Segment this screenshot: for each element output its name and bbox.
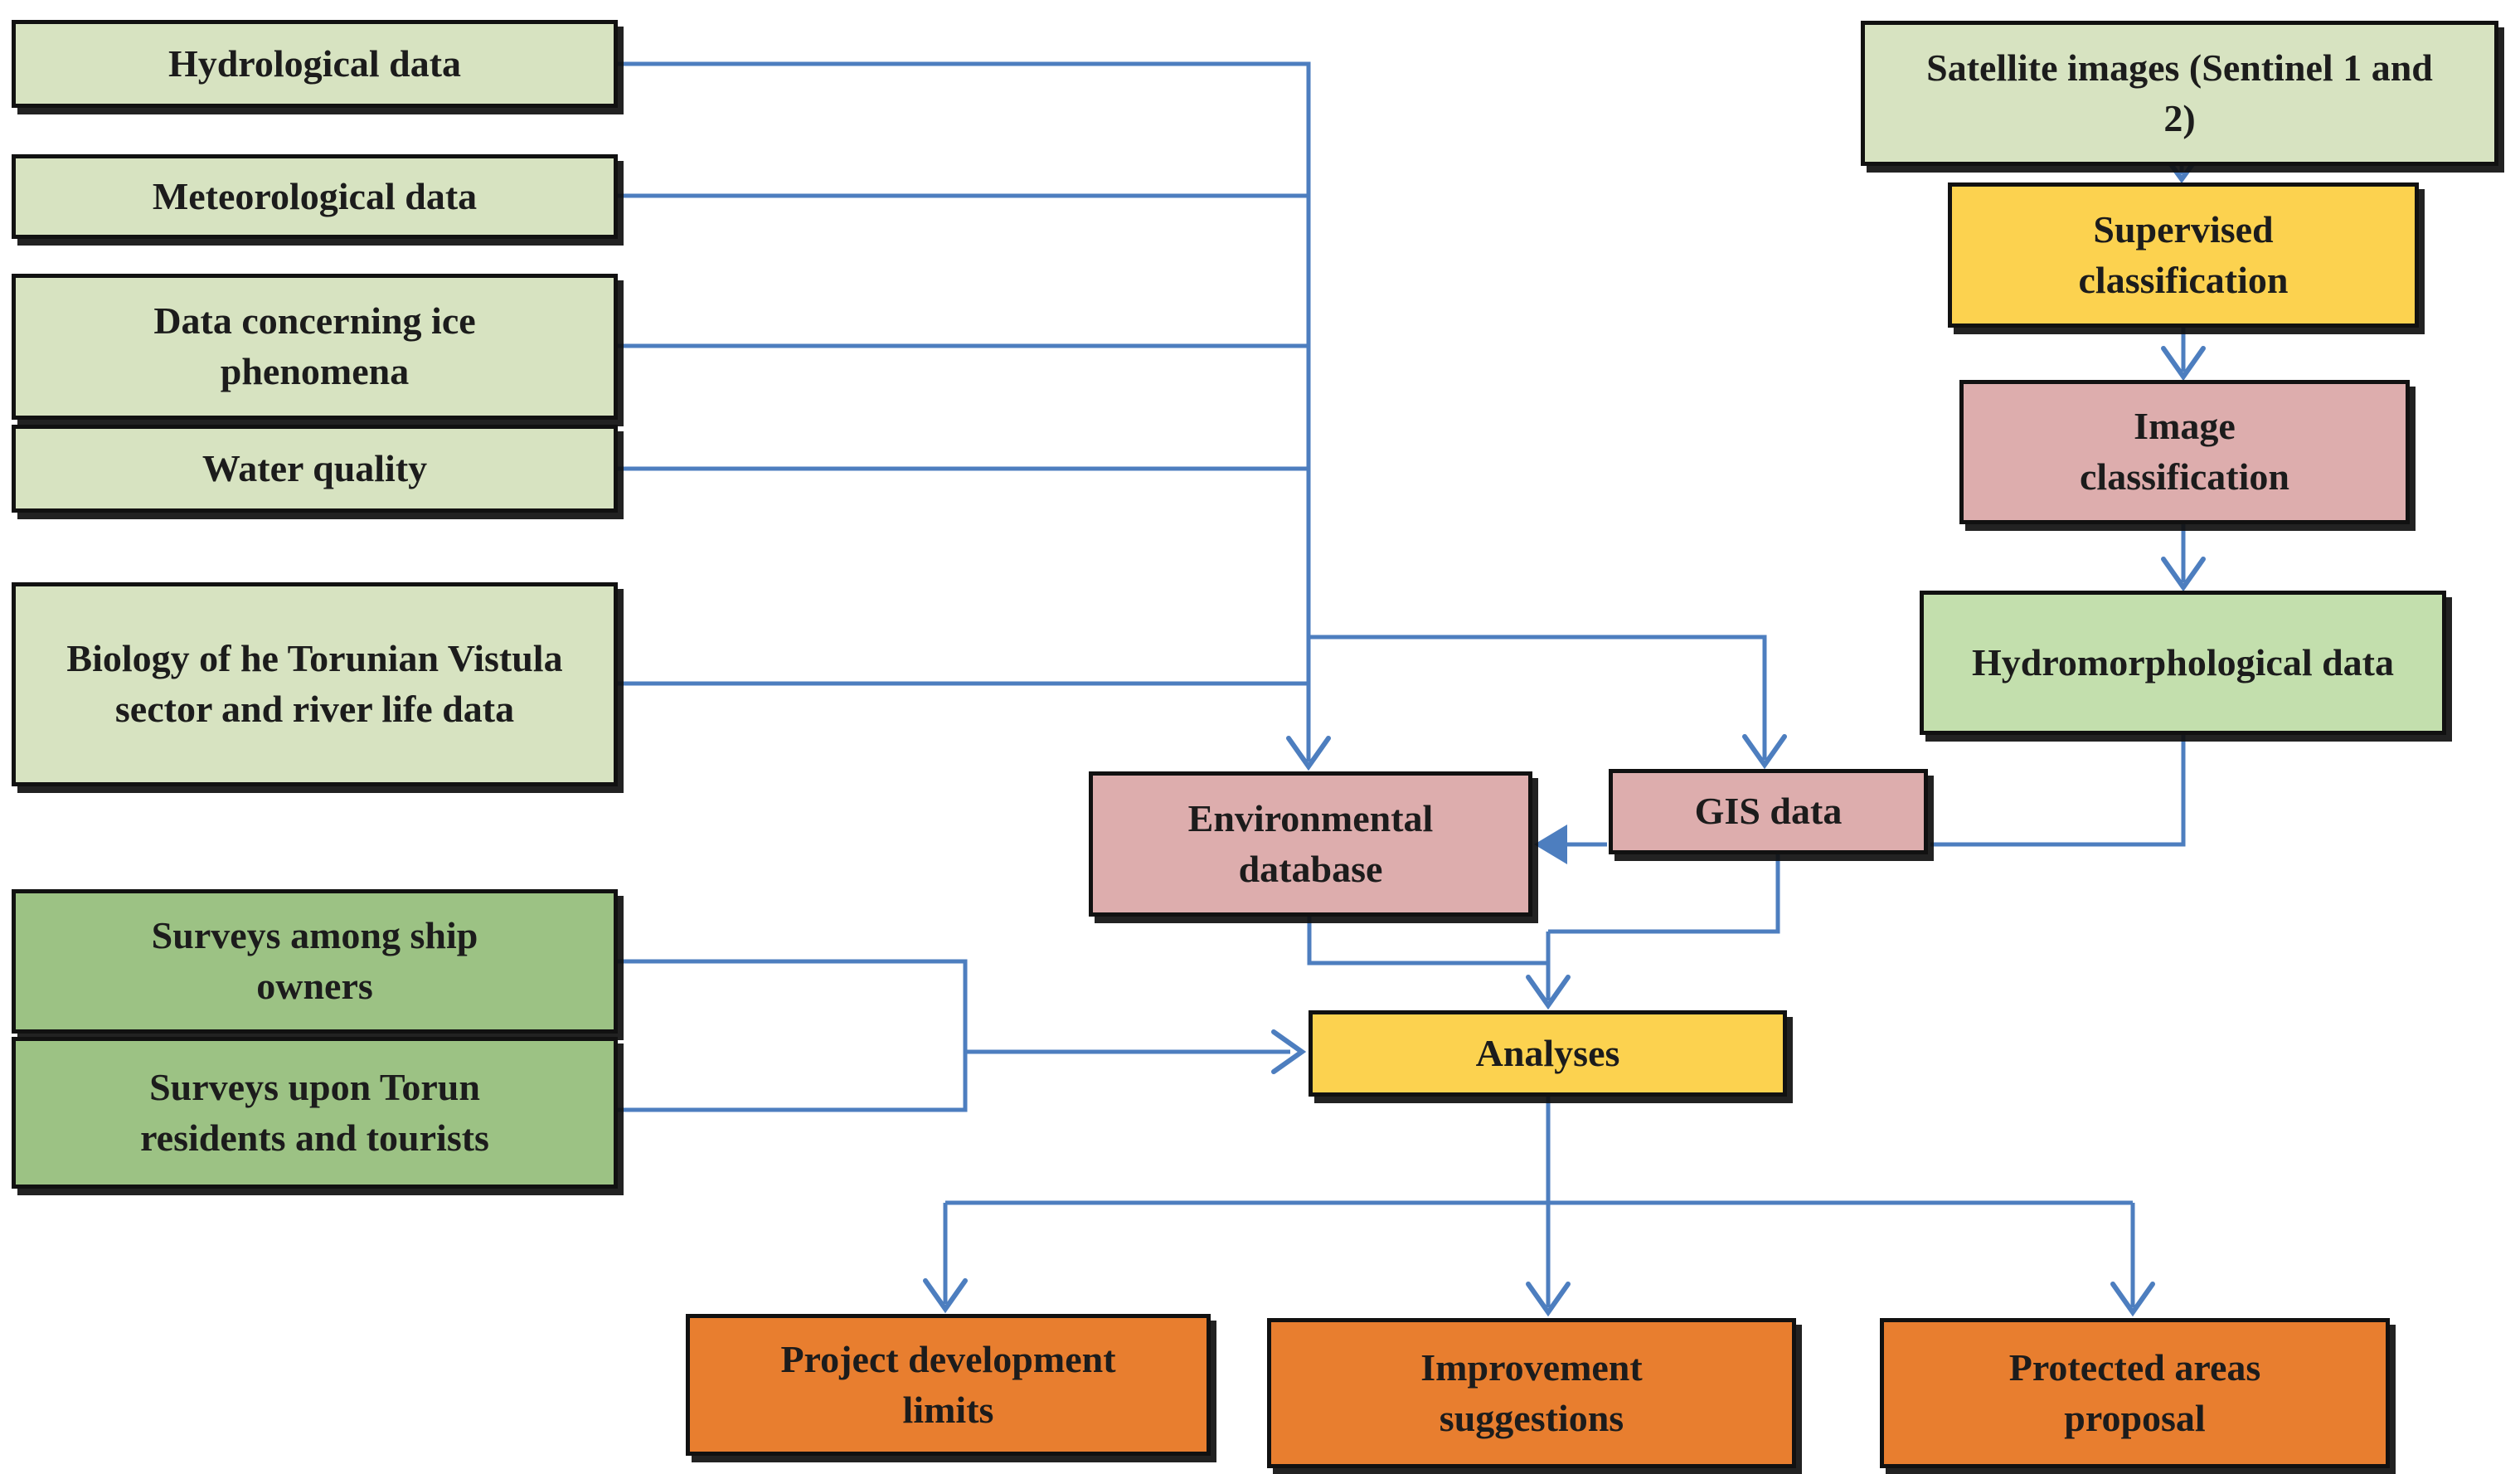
node-protected-areas-proposal: Protected areas proposal — [1880, 1318, 2390, 1468]
node-label: Surveys among ship owners — [151, 914, 478, 1007]
node-label: Surveys upon Torun residents and tourist… — [140, 1065, 489, 1159]
node-label: Protected areas proposal — [2008, 1345, 2261, 1439]
node-label: Supervised classification — [2078, 207, 2289, 301]
node-label: Environmental database — [1187, 796, 1434, 890]
node-image-classification: Image classification — [1959, 380, 2410, 524]
node-label: Biology of he Torunian Vistula sector an… — [66, 637, 563, 730]
node-label: Water quality — [202, 446, 428, 489]
node-water-quality: Water quality — [12, 425, 618, 513]
node-label: Improvement suggestions — [1420, 1345, 1643, 1439]
node-label: Data concerning ice phenomena — [153, 299, 476, 392]
node-label: Project development limits — [780, 1337, 1116, 1431]
node-satellite-images: Satellite images (Sentinel 1 and 2) — [1861, 21, 2498, 166]
node-supervised-classification: Supervised classification — [1948, 182, 2419, 328]
node-label: Meteorological data — [152, 174, 478, 217]
node-label: Satellite images (Sentinel 1 and 2) — [1926, 46, 2433, 139]
node-surveys-ship-owners: Surveys among ship owners — [12, 889, 618, 1034]
node-label: Hydromorphological data — [1971, 640, 2394, 683]
node-label: Image classification — [2080, 405, 2289, 498]
node-analyses: Analyses — [1309, 1010, 1787, 1097]
node-hydromorphological-data: Hydromorphological data — [1920, 591, 2446, 735]
node-label: Analyses — [1475, 1031, 1620, 1074]
node-biology-data: Biology of he Torunian Vistula sector an… — [12, 582, 618, 786]
node-gis-data: GIS data — [1609, 769, 1928, 854]
node-improvement-suggestions: Improvement suggestions — [1267, 1318, 1796, 1468]
node-label: GIS data — [1694, 790, 1843, 833]
node-meteorological-data: Meteorological data — [12, 154, 618, 239]
node-hydrological-data: Hydrological data — [12, 20, 618, 108]
node-label: Hydrological data — [168, 41, 462, 85]
node-ice-phenomena-data: Data concerning ice phenomena — [12, 274, 618, 420]
node-surveys-residents-tourists: Surveys upon Torun residents and tourist… — [12, 1037, 618, 1189]
node-environmental-database: Environmental database — [1089, 771, 1532, 917]
node-project-development-limits: Project development limits — [686, 1314, 1211, 1456]
